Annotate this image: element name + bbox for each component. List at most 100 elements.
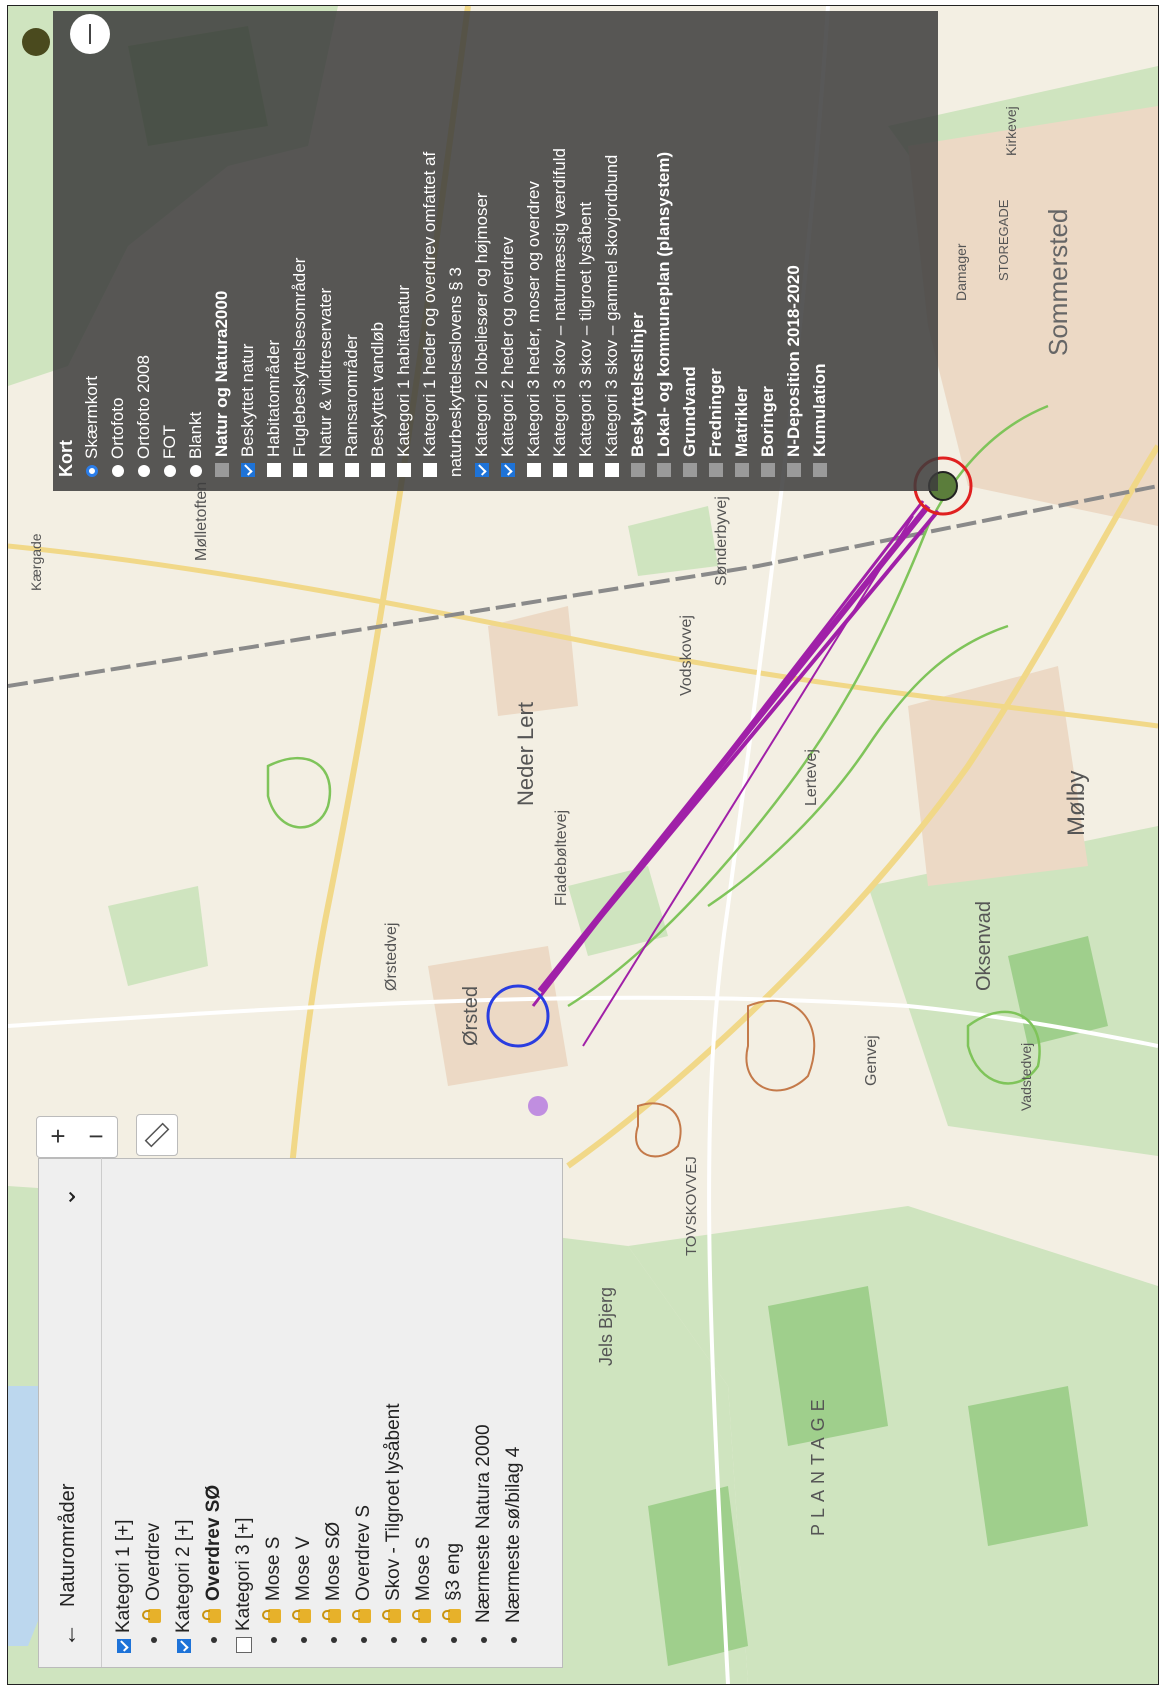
checkbox-icon[interactable] — [475, 463, 489, 477]
checkbox-icon[interactable] — [236, 1637, 252, 1653]
street-storegade: STOREGADE — [996, 199, 1011, 281]
natur-layer-item[interactable]: Natur & vildtreservater — [313, 7, 339, 477]
lock-icon — [447, 1609, 461, 1623]
protected-nature — [266, 404, 1049, 1085]
chevron-down-icon[interactable]: ⌄ — [54, 1186, 81, 1207]
street-lertevej: Lertevej — [803, 749, 820, 806]
site-marker-blue[interactable] — [486, 984, 550, 1048]
base-map-option[interactable]: Ortofoto — [105, 7, 131, 477]
zoom-in-button[interactable]: + — [50, 1121, 66, 1151]
checkbox-icon[interactable] — [553, 463, 567, 477]
layer-group-item[interactable]: Fredninger — [703, 7, 729, 477]
legend-item: Skov - Tilgroet lysåbent — [379, 1173, 409, 1653]
natur-layer-item[interactable]: Kategori 3 heder, moser og overdrev — [521, 7, 547, 477]
layer-label: Kategori 3 skov – tilgroet lysåbent — [576, 201, 595, 457]
checkbox-icon[interactable] — [117, 1639, 131, 1653]
natur-layer-item[interactable]: Ramsarområder — [339, 7, 365, 477]
checkbox-icon[interactable] — [813, 463, 827, 477]
radio-icon[interactable] — [112, 465, 124, 477]
checkbox-icon[interactable] — [319, 463, 333, 477]
natur-layer-item[interactable]: Kategori 2 heder og overdrev — [495, 7, 521, 477]
legend-label: Overdrev — [143, 1522, 164, 1601]
zoom-out-button[interactable]: − — [88, 1121, 104, 1151]
group-natur[interactable]: Natur og Natura2000 — [209, 7, 235, 477]
layer-group-item[interactable]: Grundvand — [677, 7, 703, 477]
layer-group-item[interactable]: Kumulation — [807, 7, 833, 477]
base-map-option[interactable]: FOT — [157, 7, 183, 477]
checkbox-icon[interactable] — [527, 463, 541, 477]
checkbox-icon[interactable] — [631, 463, 645, 477]
legend-item[interactable]: Kategori 3 [+] — [229, 1173, 259, 1653]
legend-label: Mose S — [263, 1536, 284, 1601]
legend-item: Mose SØ — [319, 1173, 349, 1653]
layer-group-item[interactable]: Lokal- og kommuneplan (plansystem) — [651, 7, 677, 477]
base-map-option[interactable]: Skærmkort — [79, 7, 105, 477]
checkbox-icon[interactable] — [241, 463, 255, 477]
checkbox-icon[interactable] — [761, 463, 775, 477]
map-frame: Sommersted Neder Lert Oksenvad Jels Bjer… — [7, 5, 1159, 1685]
checkbox-icon[interactable] — [657, 463, 671, 477]
bullet-icon — [211, 1637, 217, 1643]
checkbox-icon[interactable] — [501, 463, 515, 477]
checkbox-icon[interactable] — [605, 463, 619, 477]
checkbox-icon[interactable] — [397, 463, 411, 477]
checkbox-icon[interactable] — [579, 463, 593, 477]
street-vodskovvej: Vodskovvej — [678, 615, 695, 696]
radio-icon[interactable] — [190, 465, 202, 477]
natur-layer-item[interactable]: Habitatområder — [261, 7, 287, 477]
base-map-option[interactable]: Blankt — [183, 7, 209, 477]
bullet-icon — [451, 1637, 457, 1643]
legend-item[interactable]: Kategori 1 [+] — [109, 1173, 139, 1653]
natur-layer-item[interactable]: Kategori 3 skov – naturmæssig værdifuld — [547, 7, 573, 477]
legend-label: Overdrev S — [353, 1504, 374, 1601]
legend-label: Overdrev SØ — [203, 1484, 224, 1601]
place-molby: Mølby — [1063, 770, 1090, 836]
legend-item[interactable]: Kategori 2 [+] — [169, 1173, 199, 1653]
checkbox-icon[interactable] — [345, 463, 359, 477]
back-arrow-icon[interactable]: ← — [55, 1623, 82, 1647]
layer-label: Fuglebeskyttelsesområder — [290, 257, 309, 457]
layer-group-item[interactable]: Boringer — [755, 7, 781, 477]
legend-item: Mose V — [289, 1173, 319, 1653]
layer-group-item[interactable]: Matrikler — [729, 7, 755, 477]
layer-label: Fredninger — [706, 368, 725, 457]
base-map-option[interactable]: Ortofoto 2008 — [131, 7, 157, 477]
legend-item: Overdrev — [139, 1173, 169, 1653]
place-jels-bjerg: Jels Bjerg — [596, 1286, 616, 1366]
natur-layer-item[interactable]: Beskyttet vandløb — [365, 7, 391, 477]
checkbox-icon[interactable] — [177, 1639, 191, 1653]
natur-layer-item[interactable]: naturbeskyttelseslovens § 3 — [443, 7, 469, 477]
checkbox-icon[interactable] — [683, 463, 697, 477]
layer-label: FOT — [160, 425, 179, 459]
natur-layer-item[interactable]: Fuglebeskyttelsesområder — [287, 7, 313, 477]
natur-layer-item[interactable]: Kategori 3 skov – gammel skovjordbund — [599, 7, 625, 477]
checkbox-icon[interactable] — [371, 463, 385, 477]
checkbox-icon[interactable] — [215, 463, 229, 477]
site-marker-purple[interactable] — [528, 1096, 548, 1116]
checkbox-icon[interactable] — [267, 463, 281, 477]
layer-group-item[interactable]: Beskyttelseslinjer — [625, 7, 651, 477]
natur-layer-item[interactable]: Beskyttet natur — [235, 7, 261, 477]
checkbox-icon[interactable] — [293, 463, 307, 477]
bullet-icon — [421, 1637, 427, 1643]
radio-icon[interactable] — [164, 465, 176, 477]
checkbox-icon[interactable] — [423, 463, 437, 477]
radio-icon[interactable] — [138, 465, 150, 477]
natur-layer-item[interactable]: Kategori 2 lobeliesøer og højmoser — [469, 7, 495, 477]
checkbox-icon[interactable] — [735, 463, 749, 477]
collapse-panel-button[interactable] — [70, 14, 110, 54]
layer-group-item[interactable]: N-Deposition 2018-2020 — [781, 7, 807, 477]
natur-layer-item[interactable]: Kategori 3 skov – tilgroet lysåbent — [573, 7, 599, 477]
radio-icon[interactable] — [86, 465, 98, 477]
legend-label: §3 eng — [443, 1542, 464, 1601]
measure-ruler-button[interactable] — [136, 1114, 178, 1156]
layer-label: Kategori 3 heder, moser og overdrev — [524, 181, 543, 457]
natur-layer-item[interactable]: Kategori 1 habitatnatur — [391, 7, 417, 477]
layer-label: Ramsarområder — [342, 334, 361, 457]
checkbox-icon[interactable] — [709, 463, 723, 477]
location-icon[interactable] — [22, 28, 50, 56]
checkbox-icon[interactable] — [787, 463, 801, 477]
natur-layer-item[interactable]: Kategori 1 heder og overdrev omfattet af — [417, 7, 443, 477]
